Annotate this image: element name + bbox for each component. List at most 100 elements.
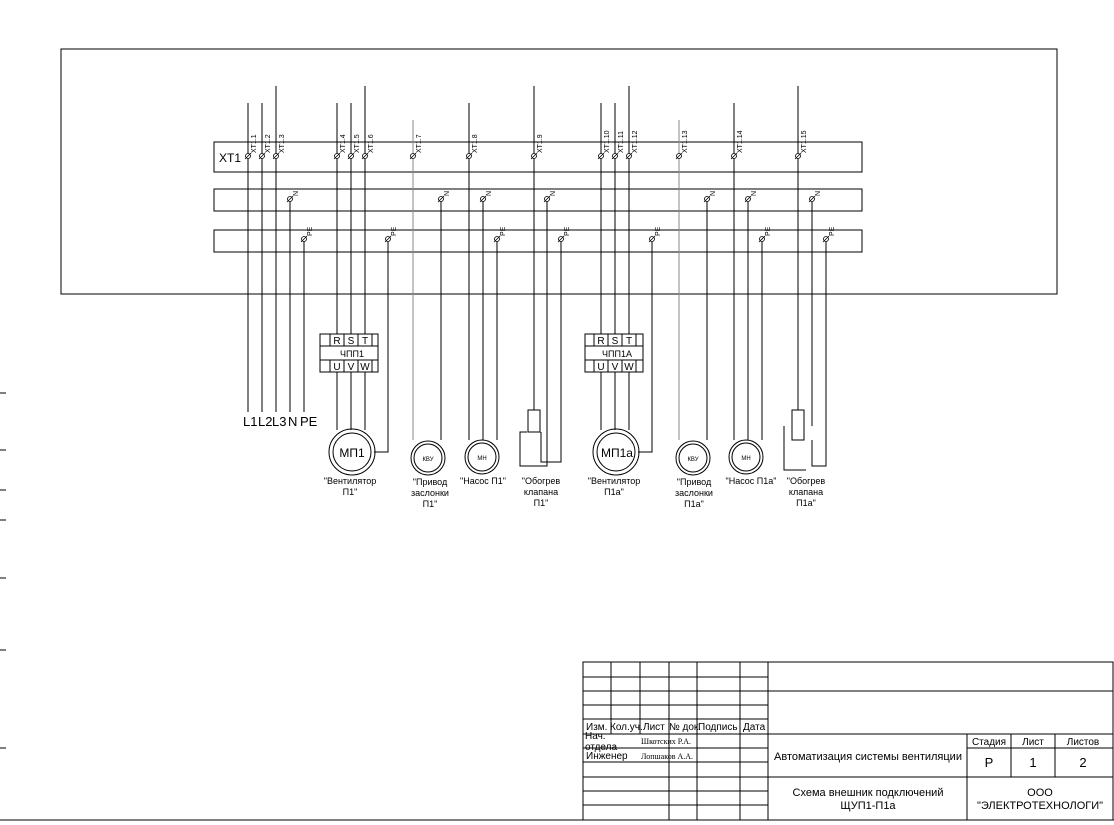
terminal-xt1-5: XT1.5 bbox=[347, 134, 361, 160]
header-list: Лист bbox=[643, 722, 665, 733]
pump-2-symbol: МН bbox=[741, 456, 750, 462]
terminal-rail-n bbox=[213, 188, 863, 212]
motor-2-symbol: МП1а bbox=[601, 446, 633, 460]
heater-1-caption-1: "Обогрев bbox=[522, 476, 561, 486]
terminal-n-4: N bbox=[543, 191, 557, 203]
terminal-xt1-3-label: XT1.3 bbox=[279, 134, 286, 153]
supply-label-l3: L3 bbox=[272, 414, 286, 429]
terminal-xt1-13: XT1.13 bbox=[675, 130, 689, 160]
terminal-xt1-12-label: XT1.12 bbox=[632, 130, 639, 153]
company-line-1: ООО bbox=[1027, 787, 1053, 799]
vfd-2-output-v: V bbox=[612, 362, 619, 373]
terminal-block-label: XT1 bbox=[219, 151, 241, 165]
terminal-xt1-13-label: XT1.13 bbox=[682, 130, 689, 153]
terminal-pe-4: PE bbox=[557, 226, 571, 243]
terminal-xt1-1: XT1.1 bbox=[244, 134, 258, 160]
stage-header: Стадия bbox=[972, 737, 1006, 748]
terminal-pe-7-label: PE bbox=[829, 226, 836, 236]
actuator-1-symbol: КВУ bbox=[422, 457, 433, 463]
terminal-rail-pe bbox=[213, 229, 863, 253]
terminal-pe-2: PE bbox=[384, 226, 398, 243]
terminal-n-1: N bbox=[286, 191, 300, 203]
supply-labels: L1 L2 L3 N PE bbox=[243, 414, 318, 429]
vfd-2-output-u: U bbox=[597, 362, 604, 373]
sheets-header: Листов bbox=[1067, 737, 1100, 748]
terminal-xt1-9: XT1.9 bbox=[530, 134, 544, 160]
terminal-xt1-10: XT1.10 bbox=[597, 130, 611, 160]
terminal-xt1-9-label: XT1.9 bbox=[537, 134, 544, 153]
header-date: Дата bbox=[743, 722, 766, 733]
supply-label-n: N bbox=[288, 414, 297, 429]
vfd-2-output-w: W bbox=[624, 362, 634, 373]
actuator-1-caption-2: заслонки bbox=[411, 488, 449, 498]
terminal-xt1-4-label: XT1.4 bbox=[340, 134, 347, 153]
actuator-2: КВУ "Привод заслонки П1а" bbox=[675, 440, 713, 509]
actuator-1: КВУ "Привод заслонки П1" bbox=[410, 440, 449, 509]
terminal-xt1-14-label: XT1.14 bbox=[737, 130, 744, 153]
company-line-2: "ЭЛЕКТРОТЕХНОЛОГИ" bbox=[977, 800, 1103, 812]
vfd-2: R S T ЧПП1А U V W bbox=[584, 333, 644, 373]
terminal-xt1-15-label: XT1.15 bbox=[801, 130, 808, 153]
vfd-1-name: ЧПП1 bbox=[340, 349, 364, 359]
sheets-value: 2 bbox=[1079, 755, 1086, 770]
vfd-2-input-s: S bbox=[612, 336, 619, 347]
header-signature: Подпись bbox=[698, 722, 738, 733]
pump-1-symbol: МН bbox=[477, 456, 486, 462]
pump-2: МН "Насос П1а" bbox=[726, 439, 777, 486]
project-title: Автоматизация системы вентиляции bbox=[774, 751, 962, 763]
supply-label-l1: L1 bbox=[243, 414, 257, 429]
heater-2-caption-2: клапана bbox=[789, 487, 823, 497]
terminal-xt1-12: XT1.12 bbox=[625, 130, 639, 160]
vfd-2-input-t: T bbox=[626, 336, 632, 347]
terminal-xt1-5-label: XT1.5 bbox=[354, 134, 361, 153]
terminal-xt1-11-label: XT1.11 bbox=[618, 131, 625, 153]
terminal-n-3: N bbox=[479, 191, 493, 203]
actuator-2-caption-1: "Привод bbox=[677, 477, 712, 487]
terminal-n-2-label: N bbox=[444, 191, 451, 196]
vfd-1-input-r: R bbox=[333, 336, 340, 347]
terminal-n-3-label: N bbox=[486, 191, 493, 196]
terminal-n-6-label: N bbox=[751, 191, 758, 196]
heater-2-caption-1: "Обогрев bbox=[787, 476, 826, 486]
supply-label-pe: PE bbox=[300, 414, 318, 429]
terminal-pe-5: PE bbox=[648, 226, 662, 243]
vfd-2-input-r: R bbox=[597, 336, 604, 347]
terminal-pe-5-label: PE bbox=[655, 226, 662, 236]
actuator-1-caption-1: "Привод bbox=[413, 477, 448, 487]
vfd-1-input-s: S bbox=[348, 336, 355, 347]
heater-1-caption-3: П1" bbox=[534, 498, 549, 508]
vfd-1: R S T ЧПП1 U V W bbox=[319, 333, 379, 373]
terminal-n-6: N bbox=[744, 191, 758, 203]
name-engineer: Лопшаков А.А. bbox=[641, 752, 693, 761]
vfd-1-output-v: V bbox=[348, 362, 355, 373]
sheet-header: Лист bbox=[1022, 737, 1044, 748]
terminal-pe-7: PE bbox=[822, 226, 836, 243]
terminal-n-5: N bbox=[703, 191, 717, 203]
pump-2-caption-1: "Насос П1а" bbox=[726, 476, 777, 486]
stage-value: Р bbox=[985, 755, 994, 770]
terminal-pe-3-label: PE bbox=[500, 226, 507, 236]
heater-2-caption-3: П1а" bbox=[796, 498, 816, 508]
terminal-xt1-8: XT1.8 bbox=[465, 134, 479, 160]
terminal-xt1-1-label: XT1.1 bbox=[251, 134, 258, 153]
supply-label-l2: L2 bbox=[258, 414, 272, 429]
actuator-2-caption-2: заслонки bbox=[675, 488, 713, 498]
motor-1-caption-2: П1" bbox=[343, 487, 358, 497]
terminal-xt1-2-label: XT1.2 bbox=[265, 134, 272, 153]
sheet-value: 1 bbox=[1029, 755, 1036, 770]
heater-1-caption-2: клапана bbox=[524, 487, 558, 497]
terminal-xt1-8-label: XT1.8 bbox=[472, 134, 479, 153]
motor-2: МП1а "Вентилятор П1а" bbox=[588, 428, 640, 497]
cabinet-outline bbox=[60, 48, 1058, 295]
pump-1: МН "Насос П1" bbox=[460, 439, 506, 486]
pump-1-caption-1: "Насос П1" bbox=[460, 476, 506, 486]
vfd-2-name: ЧПП1А bbox=[602, 349, 632, 359]
vfd-1-input-t: T bbox=[362, 336, 368, 347]
terminal-pe-4-label: PE bbox=[564, 226, 571, 236]
vfd-1-output-u: U bbox=[333, 362, 340, 373]
terminal-n-4-label: N bbox=[550, 191, 557, 196]
motor-2-caption-2: П1а" bbox=[604, 487, 624, 497]
